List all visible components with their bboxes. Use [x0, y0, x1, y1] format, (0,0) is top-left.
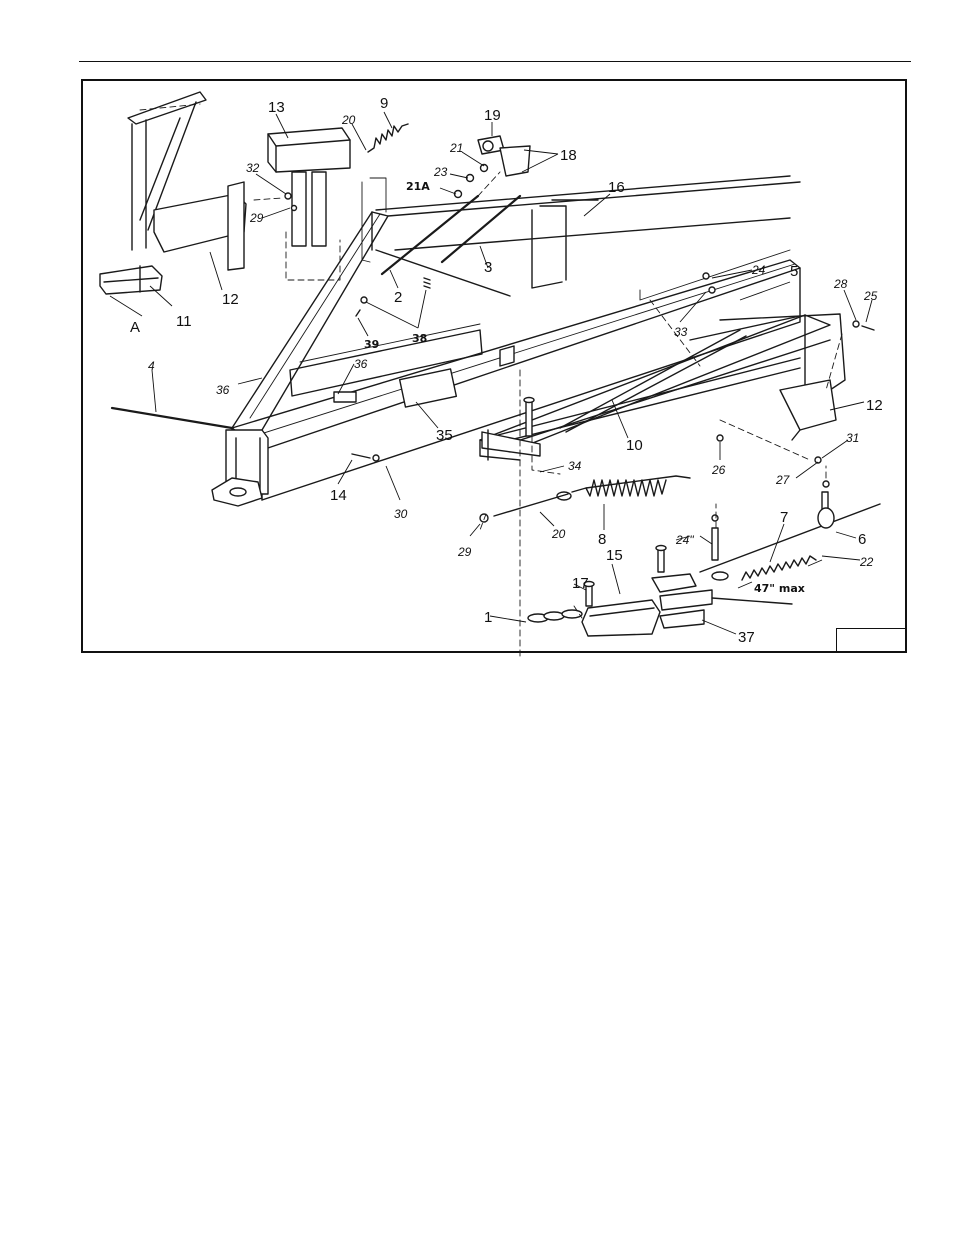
- eyebolt-20: [480, 492, 571, 522]
- callout-3: 3: [484, 259, 492, 276]
- spring-8: [572, 476, 690, 496]
- spring-9: [368, 124, 408, 152]
- callout-7: 7: [780, 509, 788, 526]
- long-arm-10: [494, 330, 800, 444]
- callout-18: 18: [560, 147, 577, 164]
- hardware-chain-21: [455, 165, 488, 198]
- saddle-bracket-13: [268, 128, 350, 280]
- callout-17: 17: [572, 575, 589, 592]
- callout-15: 15: [606, 547, 623, 564]
- callout-27: 27: [775, 473, 791, 487]
- callout-1: 1: [484, 609, 492, 626]
- callout-39: 39: [364, 338, 379, 351]
- callout-23: 23: [433, 165, 448, 179]
- callout-12-left: 12: [222, 291, 239, 308]
- callout-8: 8: [598, 531, 606, 548]
- callout-19: 19: [484, 107, 501, 124]
- callout-5: 5: [790, 263, 798, 280]
- pin-17: [524, 398, 534, 437]
- callout-25: 25: [863, 289, 878, 303]
- callout-9: 9: [380, 95, 388, 112]
- dimension-24: 24": [675, 533, 694, 547]
- callout-24: 24: [751, 263, 766, 277]
- callout-33: 33: [674, 325, 688, 339]
- callout-22: 22: [859, 555, 874, 569]
- callout-34: 34: [568, 459, 582, 473]
- callout-14: 14: [330, 487, 347, 504]
- callout-37: 37: [738, 629, 755, 646]
- callout-20-bottom: 20: [551, 527, 566, 541]
- callout-36-mid: 36: [354, 357, 368, 371]
- cross-member: [290, 324, 482, 407]
- callout-38: 38: [412, 332, 427, 345]
- callout-2: 2: [394, 289, 402, 306]
- callout-35: 35: [436, 427, 453, 444]
- handle-16: [532, 200, 598, 288]
- callout-36-left: 36: [216, 383, 230, 397]
- dimension-47-max: 47" max: [754, 582, 805, 595]
- hitch-jack-bracket: [100, 92, 246, 294]
- callout-29-bottom: 29: [457, 545, 472, 559]
- callout-30: 30: [394, 507, 408, 521]
- callout-a: A: [130, 319, 140, 336]
- callout-32: 32: [246, 161, 260, 175]
- rear-axle-frame: [480, 250, 845, 460]
- pin-17b: [584, 546, 666, 607]
- callout-6: 6: [858, 531, 866, 548]
- callout-4: 4: [148, 359, 155, 373]
- callout-11: 11: [176, 313, 192, 330]
- chain-1: [528, 610, 582, 622]
- tube-4: [112, 408, 232, 428]
- leg-bracket-right: [780, 380, 836, 440]
- hitch-clevis: [212, 430, 268, 506]
- callout-31: 31: [846, 431, 859, 445]
- callout-20-top: 20: [341, 113, 356, 127]
- callout-10: 10: [626, 437, 643, 454]
- callout-16: 16: [608, 179, 625, 196]
- callout-21a: 21A: [406, 180, 430, 193]
- callout-26: 26: [711, 463, 726, 477]
- callout-29-top: 29: [249, 211, 264, 225]
- callout-21: 21: [449, 141, 463, 155]
- spring-7-assembly: [700, 481, 880, 580]
- callout-28: 28: [833, 277, 848, 291]
- callout-13: 13: [268, 99, 285, 116]
- callout-12-right: 12: [866, 397, 883, 414]
